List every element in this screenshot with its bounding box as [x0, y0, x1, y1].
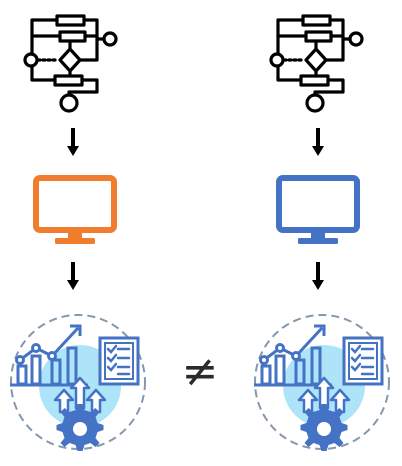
flowchart-icon: [269, 14, 364, 113]
right-pipeline: [252, 14, 391, 453]
analytics-outcome-icon: [8, 313, 147, 453]
down-arrow-icon: [312, 262, 324, 290]
computer-monitor-icon: [36, 178, 114, 244]
down-arrow-icon: [67, 128, 79, 156]
left-pipeline: [8, 14, 147, 453]
computer-monitor-icon: [279, 178, 357, 244]
not-equal-sign: ≠: [181, 346, 219, 397]
down-arrow-icon: [67, 262, 79, 290]
flowchart-icon: [23, 14, 118, 113]
analytics-outcome-icon: [252, 313, 391, 453]
down-arrow-icon: [312, 128, 324, 156]
